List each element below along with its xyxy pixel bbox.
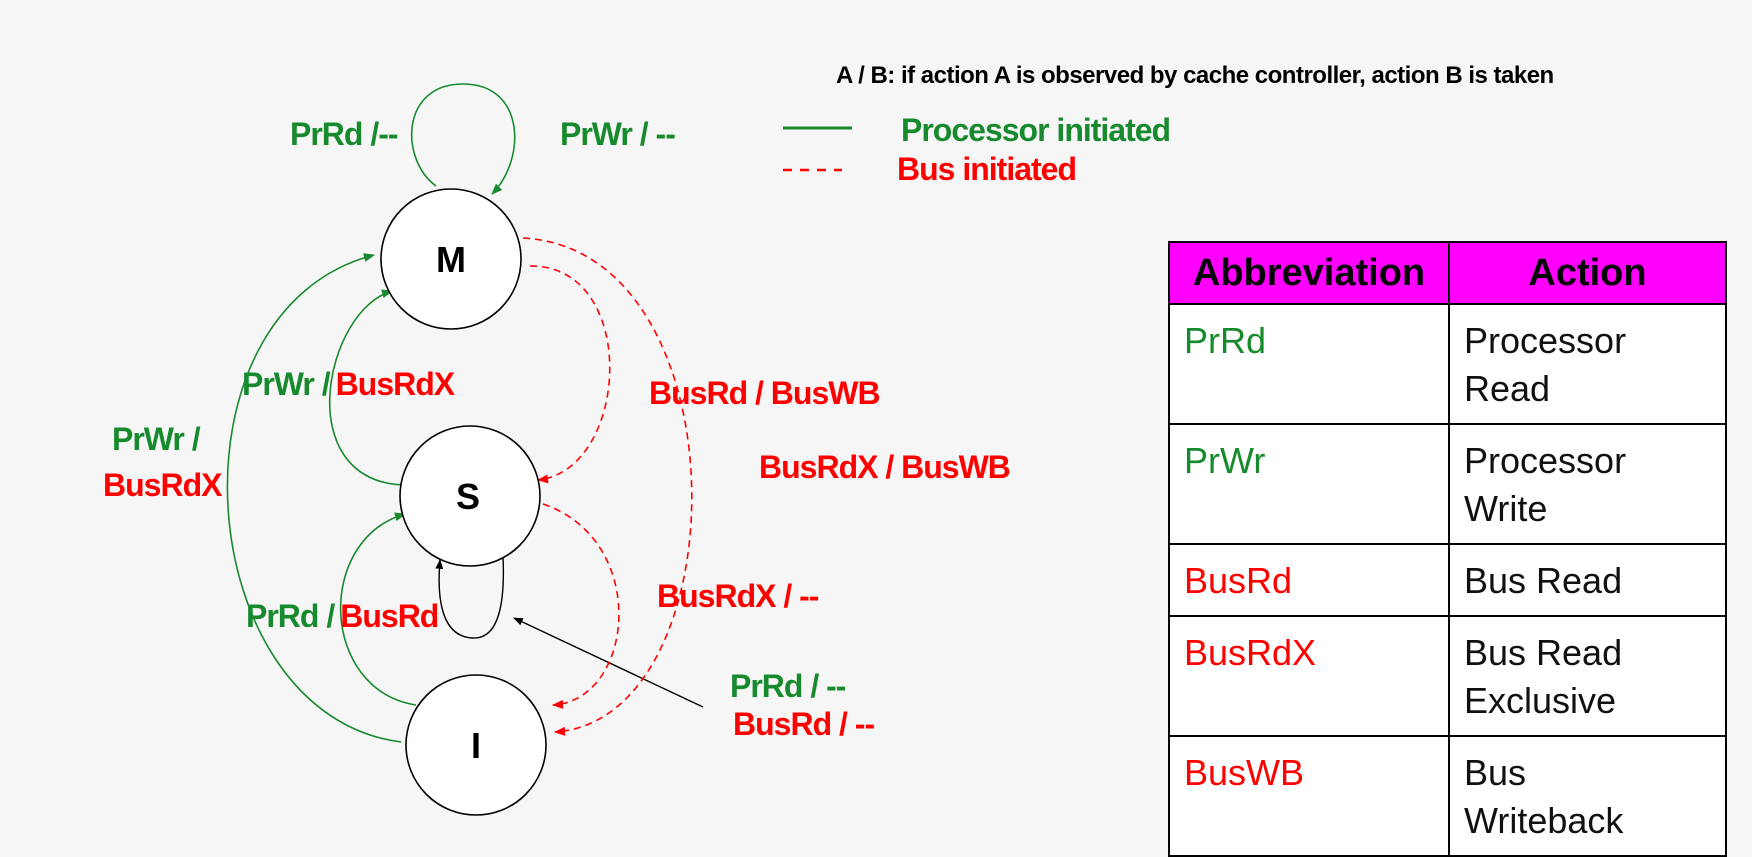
m-self-loop-arrow	[410, 83, 516, 195]
state-s-label: S	[456, 476, 480, 517]
label-m-to-i: BusRdX / BusWB	[759, 449, 1010, 485]
label-i-to-m-action: BusRdX	[103, 467, 223, 503]
label-m-self-prrd: PrRd /--	[290, 116, 398, 152]
action-line: Bus	[1464, 752, 1527, 793]
state-i: I	[405, 674, 547, 816]
header-action: Action	[1448, 241, 1727, 305]
legend-bus-label: Bus initiated	[897, 151, 1076, 187]
s-to-m-arrow	[328, 289, 404, 486]
action-cell: Bus Read	[1448, 543, 1727, 617]
action-line: Write	[1464, 488, 1548, 529]
label-s-to-m-action: BusRdX	[336, 366, 456, 402]
label-s-to-m-event: PrWr /	[242, 366, 331, 402]
label-s-to-m: PrWr /BusRdX	[242, 366, 456, 402]
abbr-cell: BusRdX	[1168, 615, 1450, 737]
table-row: BusRd Bus Read	[1168, 543, 1727, 617]
abbr-cell: PrRd	[1168, 303, 1450, 425]
action-line: Processor	[1464, 320, 1627, 361]
state-m-label: M	[436, 239, 466, 280]
m-to-s-arrow	[529, 265, 611, 484]
action-line: Bus Read	[1464, 632, 1623, 673]
label-s-to-i: BusRdX / --	[657, 578, 819, 614]
i-to-s-arrow	[339, 512, 417, 706]
state-s: S	[399, 425, 541, 567]
action-line: Read	[1464, 368, 1551, 409]
action-line: Writeback	[1464, 800, 1624, 841]
m-to-i-arrow	[522, 237, 693, 736]
i-to-m-arrow	[226, 253, 402, 743]
label-m-self-prwr: PrWr / --	[560, 116, 675, 152]
label-s-self-busrd: BusRd / --	[733, 706, 874, 742]
label-m-to-s: BusRd / BusWB	[649, 375, 880, 411]
action-line: Exclusive	[1464, 680, 1617, 721]
table-header-row: Abbreviation Action	[1168, 241, 1727, 305]
label-i-to-s-event: PrRd /	[246, 598, 335, 634]
label-i-to-s: PrRd /BusRd	[246, 598, 438, 634]
label-s-self-prrd: PrRd / --	[730, 668, 846, 704]
state-m: M	[380, 188, 522, 330]
label-i-to-m-event: PrWr /	[112, 421, 201, 457]
s-self-loop-arrow	[435, 555, 505, 639]
s-to-i-arrow	[542, 503, 620, 709]
abbr-cell: PrWr	[1168, 423, 1450, 545]
label-i-to-s-action: BusRd	[340, 598, 438, 634]
action-line: Processor	[1464, 440, 1627, 481]
abbr-cell: BusWB	[1168, 735, 1450, 857]
action-line: Bus Read	[1464, 560, 1623, 601]
legend-processor-label: Processor initiated	[901, 112, 1170, 148]
note-text: A / B: if action A is observed by cache …	[836, 62, 1554, 89]
abbr-cell: BusRd	[1168, 543, 1450, 617]
state-i-label: I	[471, 725, 481, 766]
header-abbreviation: Abbreviation	[1168, 241, 1450, 305]
